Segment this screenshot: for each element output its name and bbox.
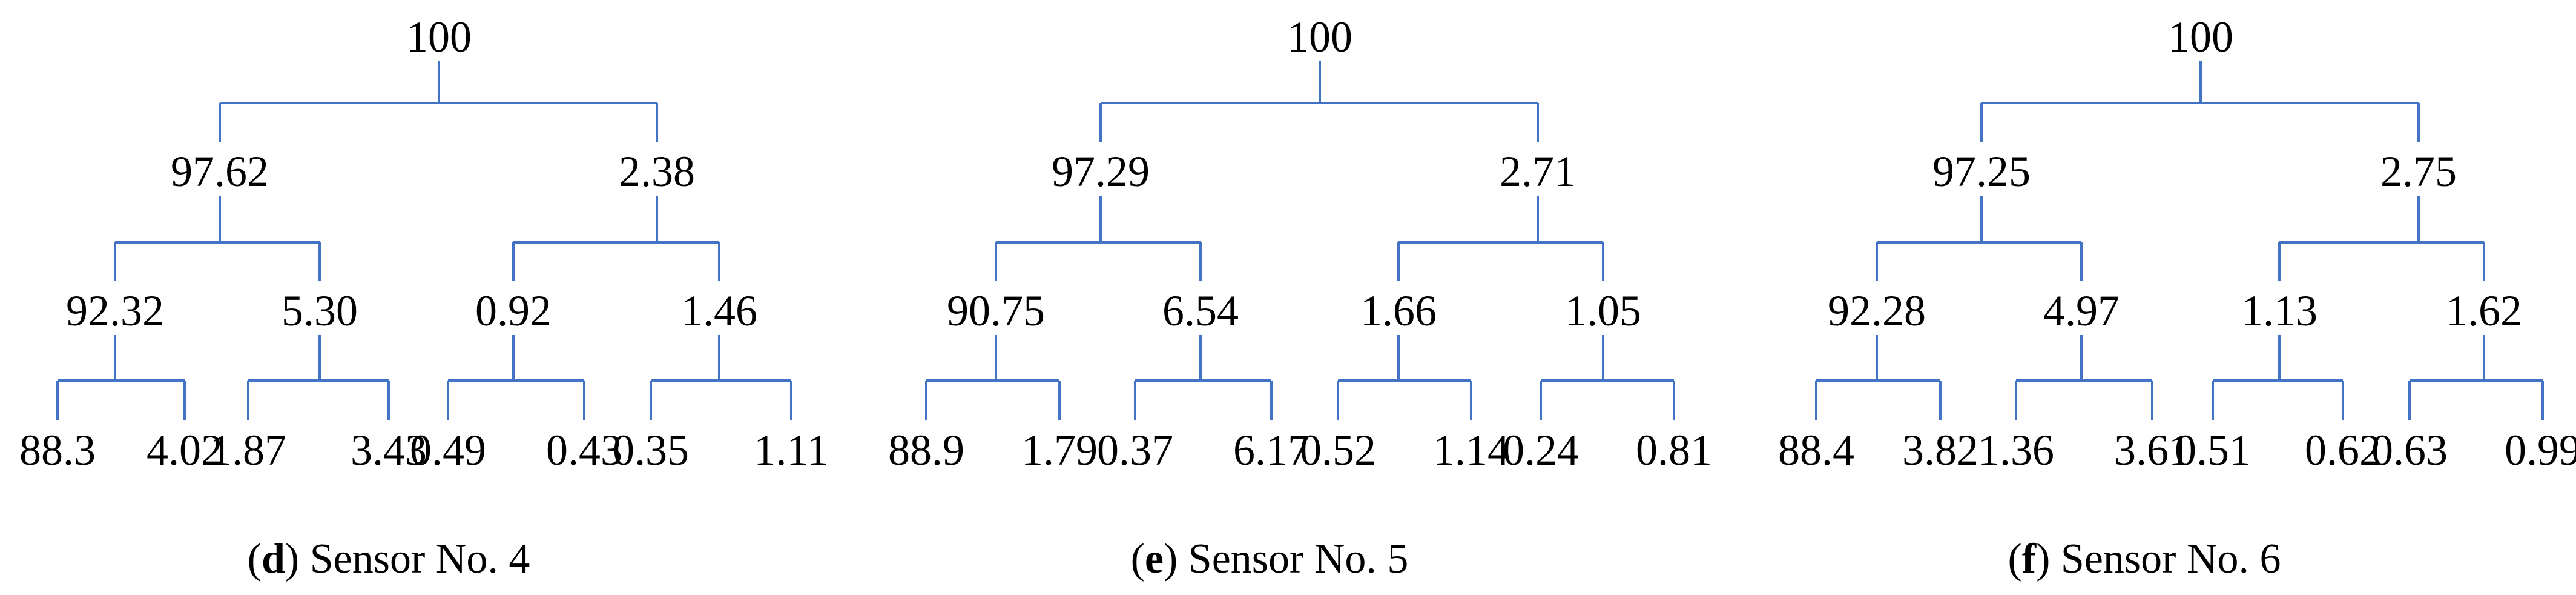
caption-letter: e — [1145, 536, 1164, 582]
node-value: 97.25 — [1932, 147, 2031, 196]
caption-label: ) Sensor No. 6 — [2036, 536, 2281, 582]
node-value: 6.54 — [1162, 287, 1239, 335]
node-value: 0.92 — [475, 287, 552, 335]
split-connector — [219, 61, 658, 142]
node-value: 4.02 — [147, 426, 223, 474]
caption-open-paren: ( — [2008, 536, 2021, 582]
node-value: 1.87 — [210, 426, 286, 474]
split-connector — [1397, 196, 1604, 281]
node-value: 0.62 — [2305, 426, 2381, 474]
split-connector — [1337, 335, 1472, 420]
split-connector — [1134, 335, 1273, 420]
subfigure-caption: (e) Sensor No. 5 — [1131, 536, 1409, 582]
node-value: 90.75 — [947, 287, 1045, 335]
caption-label: ) Sensor No. 4 — [285, 536, 530, 582]
node-value: 0.81 — [1636, 426, 1712, 474]
node-value: 3.82 — [1902, 426, 1978, 474]
node-value: 100 — [1287, 13, 1352, 61]
split-connector — [1540, 335, 1675, 420]
split-connector — [650, 335, 792, 420]
node-value: 1.62 — [2446, 287, 2522, 335]
split-connector — [447, 335, 585, 420]
split-connector — [1980, 61, 2420, 142]
split-connector — [1099, 61, 1539, 142]
node-value: 88.9 — [888, 426, 964, 474]
node-value: 4.97 — [2043, 287, 2120, 335]
split-connector — [2212, 335, 2344, 420]
node-value: 1.11 — [754, 426, 828, 474]
node-value: 5.30 — [282, 287, 358, 335]
caption-letter: f — [2022, 536, 2037, 582]
node-value: 1.36 — [1978, 426, 2054, 474]
split-connector — [2408, 335, 2544, 420]
node-value: 2.71 — [1500, 147, 1576, 196]
node-value: 0.99 — [2505, 426, 2576, 474]
node-value: 0.52 — [1300, 426, 1376, 474]
node-value: 2.38 — [619, 147, 695, 196]
node-value: 0.35 — [613, 426, 689, 474]
node-value: 97.62 — [171, 147, 269, 196]
node-value: 0.63 — [2371, 426, 2448, 474]
subfigure-caption: (f) Sensor No. 6 — [2008, 536, 2281, 582]
node-value: 0.37 — [1097, 426, 1173, 474]
node-value: 88.4 — [1778, 426, 1854, 474]
node-value: 97.29 — [1052, 147, 1150, 196]
node-value: 0.43 — [546, 426, 622, 474]
split-connector — [56, 335, 186, 420]
caption-label: ) Sensor No. 5 — [1164, 536, 1408, 582]
node-value: 3.61 — [2114, 426, 2190, 474]
node-value: 1.05 — [1565, 287, 1641, 335]
split-connector — [2278, 196, 2485, 281]
node-value: 6.17 — [1233, 426, 1309, 474]
node-value: 1.79 — [1021, 426, 1098, 474]
node-value: 0.51 — [2175, 426, 2251, 474]
node-value: 2.75 — [2380, 147, 2457, 196]
split-connector — [995, 196, 1202, 281]
node-value: 100 — [406, 13, 472, 61]
split-connector — [2015, 335, 2153, 420]
node-value: 1.14 — [1433, 426, 1509, 474]
node-value: 92.28 — [1828, 287, 1926, 335]
node-value: 3.43 — [351, 426, 427, 474]
split-connector — [512, 196, 720, 281]
split-connector — [925, 335, 1061, 420]
caption-open-paren: ( — [1131, 536, 1145, 582]
split-connector — [247, 335, 390, 420]
node-value: 0.49 — [410, 426, 486, 474]
node-value: 100 — [2168, 13, 2233, 61]
split-connector — [1815, 335, 1942, 420]
node-value: 88.3 — [19, 426, 96, 474]
decomposition-tree: 100 97.62 2.38 92.32 5.30 0.92 1.46 88.3 4.021.8… — [19, 13, 829, 582]
split-connector — [114, 196, 321, 281]
node-value: 92.32 — [66, 287, 164, 335]
subfigure-caption: (d) Sensor No. 4 — [248, 536, 530, 582]
split-connector — [1876, 196, 2083, 281]
caption-open-paren: ( — [248, 536, 262, 582]
node-value: 1.66 — [1360, 287, 1437, 335]
node-value: 0.24 — [1503, 426, 1579, 474]
node-value: 1.13 — [2241, 287, 2317, 335]
caption-letter: d — [262, 536, 285, 582]
node-value: 1.46 — [681, 287, 757, 335]
